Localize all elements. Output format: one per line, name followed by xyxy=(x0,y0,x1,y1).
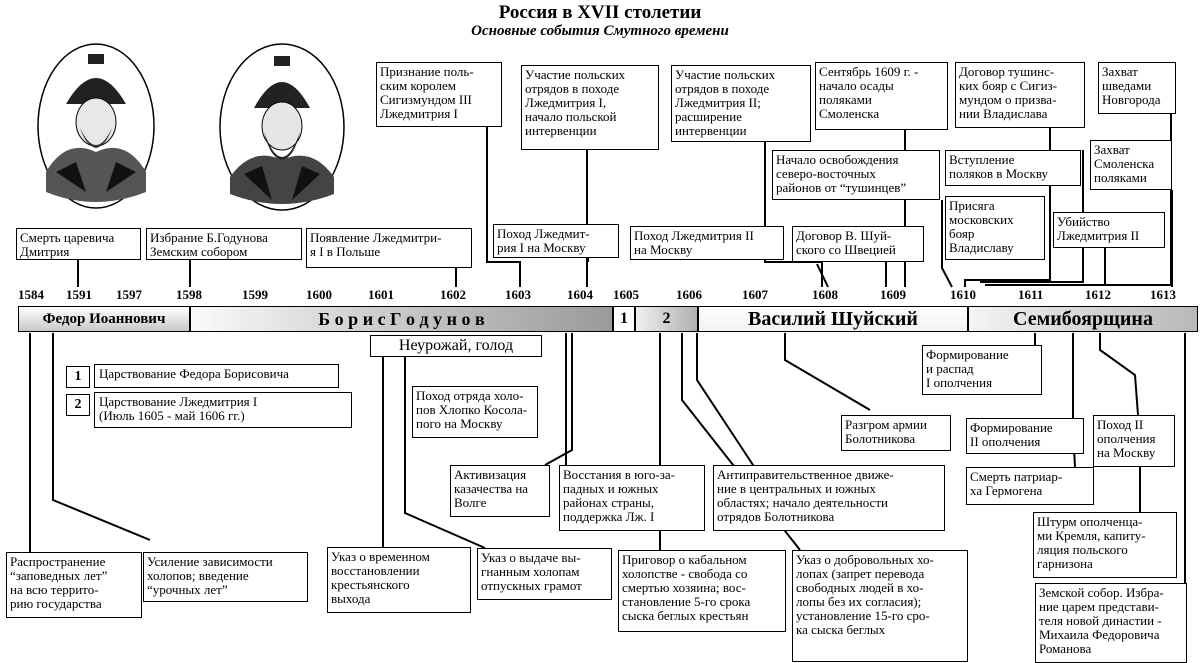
event-polish-intervention-start: Участие польских отрядов в походе Лжедми… xyxy=(521,65,659,150)
event-false-dmitry-poland: Появление Лжедмитри- я I в Польше xyxy=(306,228,472,268)
year-label: 1602 xyxy=(440,287,466,302)
year-label: 1610 xyxy=(950,287,976,302)
reign-seven-boyars: Семибоярщина xyxy=(968,306,1198,332)
reign-fedor-borisovich: 1 xyxy=(613,306,635,332)
year-label: 1611 xyxy=(1018,287,1044,302)
event-second-militia: Формирование II ополчения xyxy=(966,418,1084,454)
event-release-letters-decree: Указ о выдаче вы- гнанным холопам отпуск… xyxy=(477,548,612,600)
event-slave-dependency: Усиление зависимости холопов; введение “… xyxy=(143,552,308,602)
event-smolensk-siege: Сентябрь 1609 г. - начало осады поляками… xyxy=(815,62,948,130)
event-shuisky-sweden-treaty: Договор В. Шуй- ского со Швецией xyxy=(792,226,924,262)
event-false-dmitry-2-murder: Убийство Лжедмитрия II xyxy=(1053,212,1165,248)
event-kremlin-storm: Штурм ополченца- ми Кремля, капиту- ляци… xyxy=(1033,512,1177,578)
tsar-portrait-fedor xyxy=(37,43,155,209)
year-label: 1597 xyxy=(116,287,142,302)
legend-text-1: Царствование Федора Борисовича xyxy=(94,364,339,388)
reign-vasily-shuisky: Василий Шуйский xyxy=(698,306,968,332)
reign-timeline: Федор Иоаннович Б о р и с Г о д у н о в … xyxy=(18,306,1198,332)
reign-fedor-ivanovich: Федор Иоаннович xyxy=(18,306,190,332)
event-death-dmitry: Смерть царевича Дмитрия xyxy=(16,228,141,260)
year-label: 1603 xyxy=(505,287,531,302)
event-sigismund-recognition: Признание поль- ским королем Сигизмундом… xyxy=(376,62,502,127)
event-bondage-verdict: Приговор о кабальном холопстве - свобода… xyxy=(618,550,786,632)
event-novgorod-capture: Захват шведами Новгорода xyxy=(1098,62,1176,114)
year-label: 1604 xyxy=(567,287,593,302)
event-reserved-years: Распространение “заповедных лет” на всю … xyxy=(6,552,142,618)
event-false-dmitry-2-march: Поход Лжедмитрия II на Москву xyxy=(630,226,784,260)
reign-false-dmitry-1: 2 xyxy=(635,306,698,332)
event-tushino-treaty: Договор тушинс- ких бояр с Сигиз- мундом… xyxy=(955,62,1085,128)
event-liberation-northeast: Начало освобождения северо-восточных рай… xyxy=(772,150,940,200)
legend-number-2: 2 xyxy=(66,394,90,416)
event-cossack-activation: Активизация казачества на Волге xyxy=(450,465,550,517)
event-bolotnikov-defeat: Разгром армии Болотникова xyxy=(841,415,951,451)
event-second-militia-march: Поход II ополчения на Москву xyxy=(1093,415,1175,467)
event-anti-government-movement: Антиправительственное движе- ние в центр… xyxy=(713,465,945,531)
event-first-militia: Формирование и распад I ополчения xyxy=(922,345,1042,395)
event-khlopko-march: Поход отряда холо- пов Хлопко Косола- по… xyxy=(412,386,538,438)
reign-boris-godunov: Б о р и с Г о д у н о в xyxy=(190,306,613,332)
event-smolensk-capture: Захват Смоленска поляками xyxy=(1090,140,1172,190)
year-label: 1607 xyxy=(742,287,768,302)
event-voluntary-slaves-decree: Указ о добровольных хо- лопах (запрет пе… xyxy=(792,550,968,662)
event-godunov-election: Избрание Б.Годунова Земским собором xyxy=(146,228,302,260)
event-false-dmitry-1-march: Поход Лжедмит- рия I на Москву xyxy=(493,224,619,258)
year-label: 1613 xyxy=(1150,287,1176,302)
year-label: 1609 xyxy=(880,287,906,302)
year-label: 1584 xyxy=(18,287,44,302)
year-label: 1605 xyxy=(613,287,639,302)
year-label: 1601 xyxy=(368,287,394,302)
event-hermogenes-death: Смерть патриар- ха Гермогена xyxy=(966,467,1094,505)
event-famine: Неурожай, голод xyxy=(370,335,542,357)
year-label: 1606 xyxy=(676,287,702,302)
event-poles-enter-moscow: Вступление поляков в Москву xyxy=(945,150,1081,186)
year-label: 1591 xyxy=(66,287,92,302)
event-romanov-election: Земской собор. Избра- ние царем представ… xyxy=(1035,583,1187,663)
year-label: 1598 xyxy=(176,287,202,302)
page-title: Россия в XVII столетии xyxy=(498,2,702,23)
event-temporary-exit-decree: Указ о временном восстановлении крестьян… xyxy=(327,547,471,613)
legend-text-2: Царствование Лжедмитрия I (Июль 1605 - м… xyxy=(94,392,352,428)
event-oath-vladislav: Присяга московских бояр Владиславу xyxy=(945,196,1045,260)
year-label: 1612 xyxy=(1085,287,1111,302)
event-polish-intervention-expansion: Участие польских отрядов в походе Лжедми… xyxy=(671,65,811,142)
tsar-portrait-boris xyxy=(219,43,345,211)
event-southwest-uprisings: Восстания в юго-за- падных и южных район… xyxy=(559,465,705,531)
page-subtitle: Основные события Смутного времени xyxy=(471,23,729,39)
year-label: 1600 xyxy=(306,287,332,302)
legend-number-1: 1 xyxy=(66,366,90,388)
year-label: 1608 xyxy=(812,287,838,302)
year-label: 1599 xyxy=(242,287,268,302)
